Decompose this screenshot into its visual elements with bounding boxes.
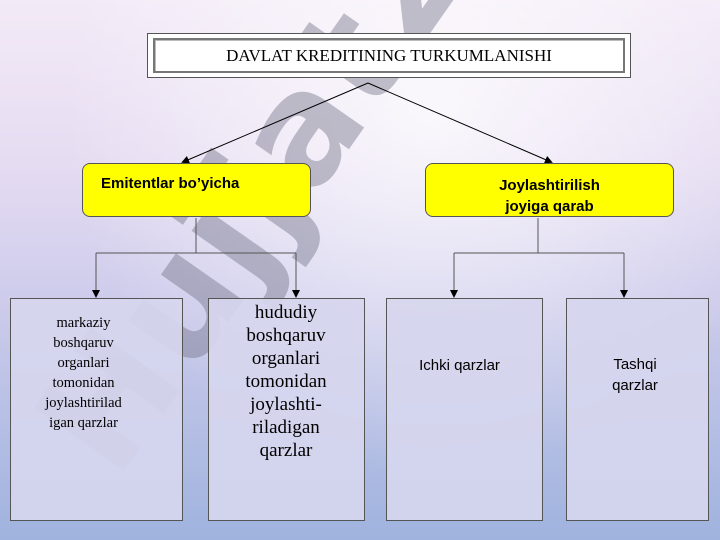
title-box: DAVLAT KREDITINING TURKUMLANISHI [147, 33, 631, 78]
category-label-line: joyiga qarab [505, 198, 594, 215]
leaf-box-ichki: Ichki qarzlar [386, 298, 543, 521]
connector-title-right [367, 82, 553, 164]
leaf-line: riladigan [252, 417, 320, 438]
diagram-title: DAVLAT KREDITINING TURKUMLANISHI [153, 38, 625, 73]
leaf-line: joylashti- [250, 394, 322, 415]
category-label-emitentlar: Emitentlar bo’yicha [101, 175, 240, 192]
leaf-line: boshqaruv [246, 325, 326, 346]
leaf-text-hududiy: hududiy boshqaruv organlari tomonidan jo… [217, 301, 355, 462]
leaf-line: Tashqi [613, 356, 657, 373]
leaf-line: tomonidan [245, 371, 327, 392]
category-box-emitentlar: Emitentlar bo’yicha [82, 163, 311, 217]
leaf-text-tashqi: Tashqi qarzlar [585, 354, 685, 396]
leaf-box-tashqi: Tashqi qarzlar [566, 298, 709, 521]
leaf-line: boshqaruv [53, 335, 114, 351]
leaf-line: joylashtirilad [45, 395, 122, 411]
leaf-text-markaziy: markaziy boshqaruv organlari tomonidan j… [31, 313, 136, 433]
connector-title-left [181, 82, 369, 164]
leaf-line: igan qarzlar [49, 415, 118, 431]
leaf-line: qarzlar [612, 377, 658, 394]
leaf-line: markaziy [56, 315, 111, 331]
leaf-line: qarzlar [259, 440, 313, 461]
leaf-box-hududiy: hududiy boshqaruv organlari tomonidan jo… [208, 298, 365, 521]
leaf-line: organlari [251, 348, 321, 369]
leaf-line: organlari [57, 355, 110, 371]
leaf-box-markaziy: markaziy boshqaruv organlari tomonidan j… [10, 298, 183, 521]
leaf-line: hududiy [254, 302, 318, 323]
leaf-line: tomonidan [52, 375, 115, 391]
category-box-joylashtirilish: Joylashtirilish joyiga qarab [425, 163, 674, 217]
category-label-joylashtirilish: Joylashtirilish joyiga qarab [426, 175, 673, 217]
leaf-line: Ichki qarzlar [419, 357, 500, 374]
category-label-line: Joylashtirilish [499, 177, 600, 194]
leaf-text-ichki: Ichki qarzlar [387, 357, 532, 374]
